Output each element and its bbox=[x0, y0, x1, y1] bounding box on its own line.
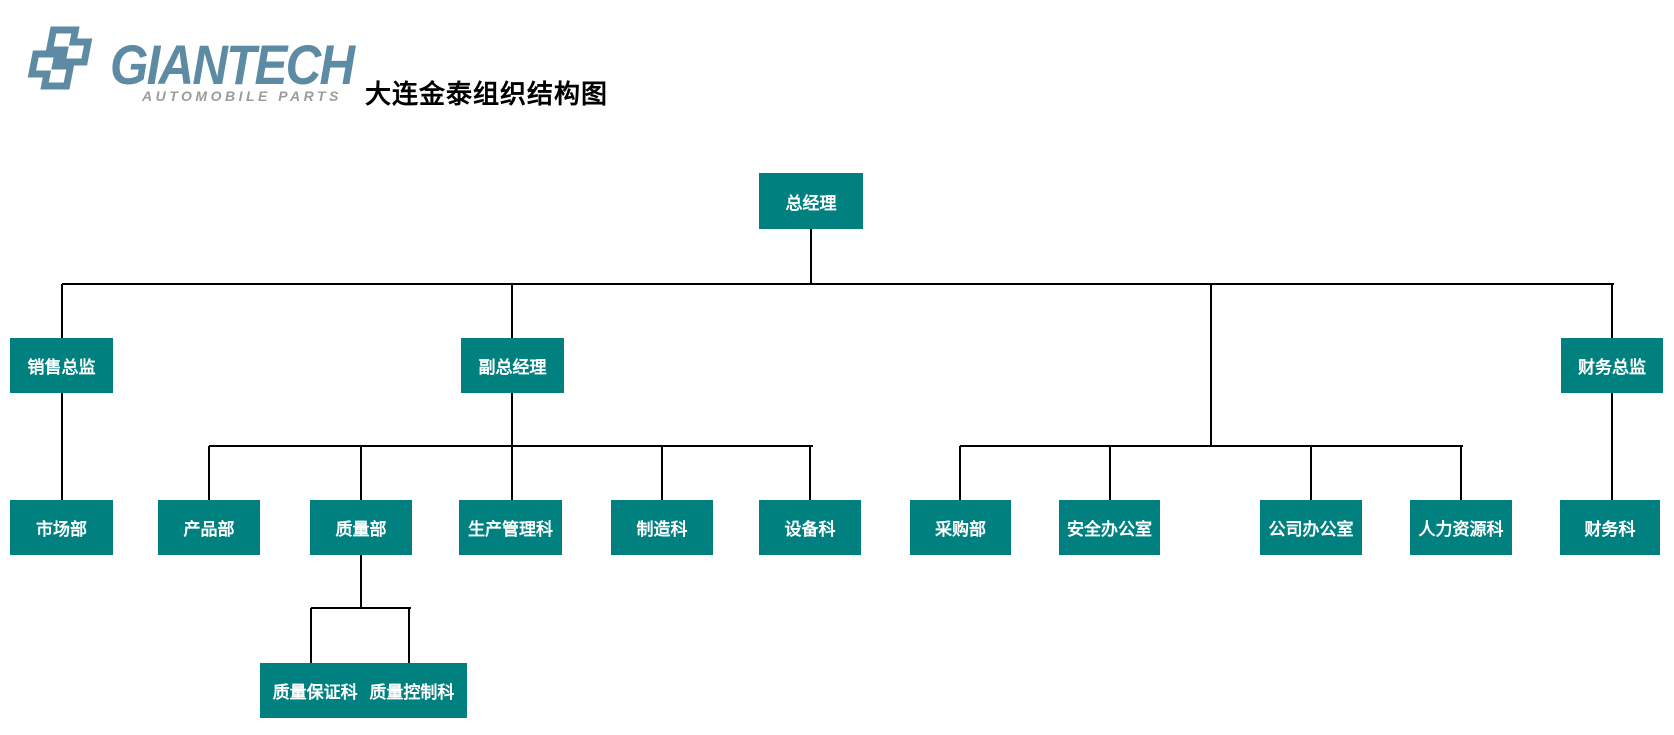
connector-line bbox=[209, 445, 813, 447]
company-logo: GIANTECH AUTOMOBILE PARTS bbox=[14, 18, 355, 113]
connector-line bbox=[61, 393, 63, 500]
connector-line bbox=[1611, 393, 1613, 500]
org-node-quality-dept: 质量部 bbox=[310, 500, 412, 555]
logo-brand-text: GIANTECH bbox=[110, 33, 355, 96]
connector-line bbox=[1460, 446, 1462, 500]
connector-line bbox=[61, 284, 63, 338]
org-node-equipment-section: 设备科 bbox=[759, 500, 861, 555]
connector-line bbox=[360, 446, 362, 500]
connector-line bbox=[511, 284, 513, 338]
org-node-manufacturing-section: 制造科 bbox=[611, 500, 713, 555]
connector-line bbox=[1109, 446, 1111, 500]
connector-line bbox=[959, 446, 961, 500]
connector-line bbox=[960, 445, 1463, 447]
org-node-finance-director: 财务总监 bbox=[1561, 338, 1663, 393]
connector-line bbox=[1210, 284, 1212, 446]
header: GIANTECH AUTOMOBILE PARTS 大连金泰组织结构图 bbox=[0, 0, 1674, 130]
page-title: 大连金泰组织结构图 bbox=[365, 80, 609, 110]
connector-line bbox=[360, 555, 362, 608]
org-node-deputy-general-manager: 副总经理 bbox=[461, 338, 564, 393]
connector-line bbox=[1611, 284, 1613, 338]
logo-tagline-text: AUTOMOBILE PARTS bbox=[142, 88, 342, 104]
org-node-general-manager: 总经理 bbox=[759, 173, 863, 229]
org-node-finance-section: 财务科 bbox=[1560, 500, 1660, 555]
connector-line bbox=[310, 608, 312, 663]
org-node-production-mgmt-section: 生产管理科 bbox=[459, 500, 562, 555]
connector-line bbox=[62, 283, 1614, 285]
connector-line bbox=[208, 446, 210, 500]
org-node-sales-director: 销售总监 bbox=[10, 338, 113, 393]
connector-line bbox=[661, 446, 663, 500]
org-node-safety-office: 安全办公室 bbox=[1059, 500, 1160, 555]
org-node-marketing-dept: 市场部 bbox=[10, 500, 113, 555]
org-node-purchasing-dept: 采购部 bbox=[910, 500, 1011, 555]
connector-line bbox=[1310, 446, 1312, 500]
connector-line bbox=[810, 229, 812, 284]
org-node-company-office: 公司办公室 bbox=[1260, 500, 1362, 555]
org-node-qa-qc-sections: 质量保证科 质量控制科 bbox=[260, 663, 467, 718]
connector-line bbox=[311, 607, 411, 609]
org-node-product-dept: 产品部 bbox=[158, 500, 260, 555]
connector-line bbox=[408, 608, 410, 663]
connector-line bbox=[809, 446, 811, 500]
giantech-logo-mark-icon bbox=[27, 26, 93, 90]
org-node-hr-section: 人力资源科 bbox=[1410, 500, 1512, 555]
